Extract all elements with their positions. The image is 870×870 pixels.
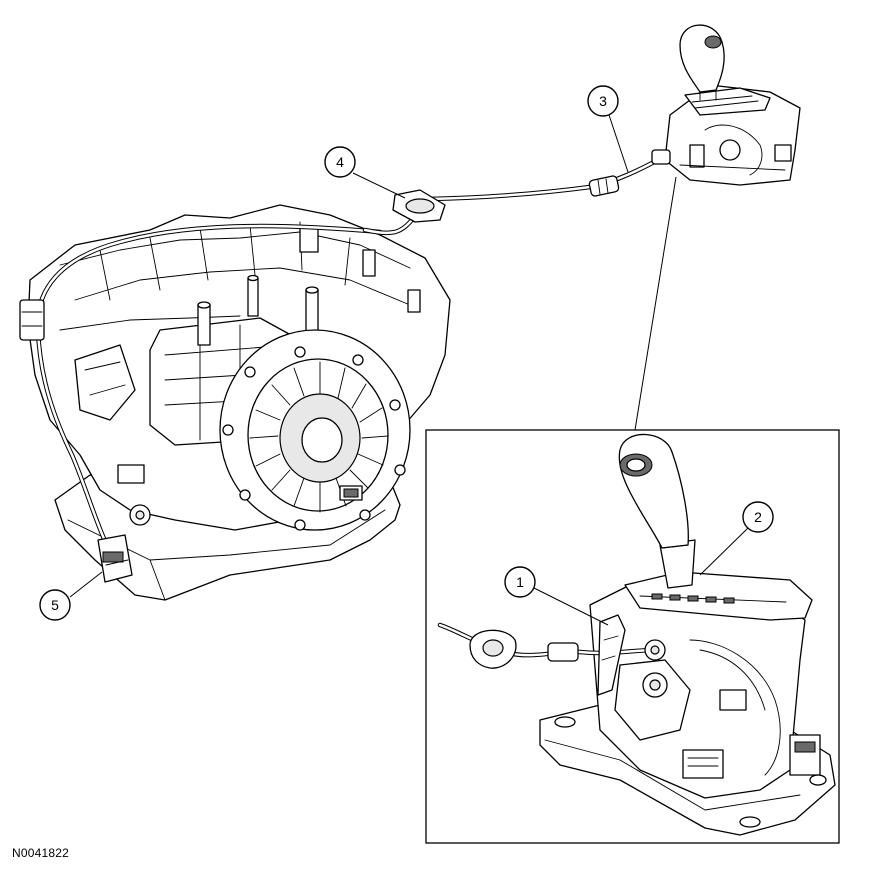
shift-cable (362, 149, 671, 236)
callout-5: 5 (39, 589, 71, 621)
callout-4: 4 (324, 146, 356, 178)
callout-4-label: 4 (336, 154, 344, 170)
detail-view-frame (425, 429, 840, 844)
callout-2-label: 2 (754, 509, 762, 525)
shifter-assembly-small (664, 24, 801, 186)
figure-id-label: N0041822 (12, 846, 69, 860)
callout-leaders (69, 114, 749, 626)
callout-1-label: 1 (516, 574, 524, 590)
leader-line-2 (699, 527, 749, 576)
shifter-assembly-detail (437, 433, 836, 836)
leader-line-4 (352, 172, 406, 199)
callout-3-label: 3 (599, 93, 607, 109)
callout-2: 2 (742, 501, 774, 533)
callout-5-label: 5 (51, 597, 59, 613)
leader-line-5 (69, 571, 103, 598)
leader-line-3 (608, 114, 629, 173)
callout-3: 3 (587, 85, 619, 117)
leader-line-1 (533, 587, 609, 626)
detail-view-pointer (634, 176, 677, 431)
callout-1: 1 (504, 566, 536, 598)
transmission-assembly (19, 204, 451, 601)
